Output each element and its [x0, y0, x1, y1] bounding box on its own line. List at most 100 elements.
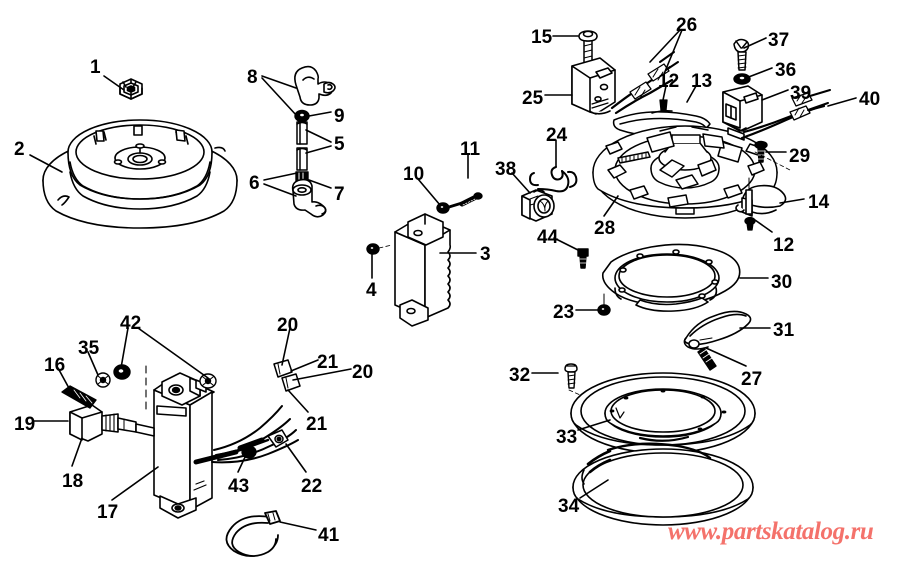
leader-line-42 [120, 327, 129, 369]
callout-number-43: 43 [228, 476, 250, 497]
leader-line-37 [743, 37, 767, 49]
leader-line-18 [71, 437, 83, 467]
callout-number-15: 15 [531, 27, 553, 48]
leader-line-42b [137, 327, 209, 379]
part-42-washer-right [199, 373, 217, 389]
part-6-boot-lower [291, 178, 327, 218]
leader-line-40 [827, 97, 857, 107]
callout-number-40: 40 [859, 89, 881, 110]
callout-number-21: 21 [317, 352, 339, 373]
part-2-flywheel-cover [42, 119, 238, 229]
callout-number-44: 44 [537, 227, 559, 248]
leader-line-8b [261, 77, 298, 117]
callout-number-34: 34 [558, 496, 580, 517]
leader-line-17 [111, 466, 159, 501]
part-44-stud [577, 248, 589, 269]
callout-number-5: 5 [334, 134, 345, 155]
callout-number-36: 36 [775, 60, 797, 81]
callout-number-25: 25 [522, 88, 544, 109]
leader-line-41 [279, 521, 317, 531]
leader-line-2 [29, 154, 63, 173]
callout-number-29: 29 [789, 146, 811, 167]
callout-number-33: 33 [556, 427, 578, 448]
leader-line-20b [292, 368, 352, 381]
callout-leader-lines [29, 29, 857, 531]
callout-number-31: 31 [773, 320, 795, 341]
part-16-screw [61, 385, 97, 409]
leader-line-20 [281, 327, 291, 366]
leader-line-1 [103, 75, 125, 91]
leader-line-26 [649, 29, 681, 63]
leader-line-9 [308, 111, 332, 117]
callout-number-13: 13 [691, 71, 713, 92]
leader-line-36 [745, 67, 773, 79]
callout-number-26: 26 [676, 15, 698, 36]
callout-number-7: 7 [334, 184, 345, 205]
callout-number-41: 41 [318, 525, 340, 546]
callout-number-16: 16 [44, 355, 66, 376]
callout-number-42: 42 [120, 313, 142, 334]
leader-line-6b [263, 183, 297, 197]
leader-line-39 [761, 89, 789, 101]
callout-number-12: 12 [658, 71, 680, 92]
callout-number-35: 35 [78, 338, 100, 359]
leader-line-5 [305, 129, 332, 143]
part-37-screw [733, 38, 750, 71]
part-21-connector-lower [281, 373, 301, 392]
leader-line-28 [603, 195, 619, 217]
part-19-boot [69, 404, 119, 442]
callout-number-38: 38 [495, 159, 517, 180]
part-30-plate [601, 243, 741, 312]
callout-number-27: 27 [741, 369, 763, 390]
callout-number-19: 19 [14, 414, 36, 435]
part-31-lever [683, 310, 752, 350]
part-26-leads [610, 51, 679, 115]
leader-line-6 [263, 172, 298, 181]
leader-line-21 [290, 359, 319, 372]
leader-line-16 [57, 367, 71, 391]
callout-number-21b: 21 [306, 414, 328, 435]
part-17-coil [153, 372, 215, 519]
callout-number-8: 8 [247, 67, 258, 88]
leader-line-8 [261, 75, 297, 89]
part-33-ring-plate [570, 372, 756, 454]
leader-line-34 [579, 479, 609, 499]
callout-number-23: 23 [553, 302, 575, 323]
callout-number-4: 4 [366, 280, 377, 301]
callout-number-22: 22 [301, 476, 323, 497]
part-5-sleeve-lower [296, 147, 308, 171]
part-4-ground-nut [366, 243, 393, 255]
callout-number-17: 17 [97, 502, 119, 523]
part-41-clamp [225, 510, 281, 557]
leader-line-12b [754, 219, 773, 233]
part-5-sleeve-upper [296, 121, 308, 145]
callout-number-30: 30 [771, 272, 793, 293]
part-3-module [394, 213, 452, 327]
leader-line-35 [87, 351, 99, 376]
leader-line-26b [663, 29, 683, 75]
callout-number-12b: 12 [773, 235, 795, 256]
leader-line-43 [237, 454, 247, 473]
part-1-nut [119, 78, 143, 100]
leader-line-27 [705, 347, 747, 367]
part-43-grommet [241, 445, 257, 459]
part-8-boot-upper [294, 65, 336, 106]
part-11-screw [459, 192, 483, 207]
leader-line-22 [285, 443, 307, 473]
part-12-screw-bottom [744, 216, 756, 231]
site-watermark: www.partskatalog.ru [668, 518, 874, 545]
leader-line-13 [686, 85, 697, 103]
leader-line-33 [577, 419, 611, 431]
part-35-washer [95, 372, 111, 388]
callout-number-39: 39 [790, 83, 812, 104]
part-36-washer [733, 73, 751, 85]
part-18-lead [117, 417, 155, 437]
leader-line-21b [287, 389, 309, 413]
callout-number-32: 32 [509, 365, 531, 386]
callout-number-10: 10 [403, 164, 425, 185]
part-24-clip [529, 166, 578, 193]
callout-number-1: 1 [90, 57, 101, 78]
leader-line-12 [662, 85, 667, 101]
part-38-sensor [521, 189, 555, 222]
callout-number-37: 37 [768, 30, 790, 51]
